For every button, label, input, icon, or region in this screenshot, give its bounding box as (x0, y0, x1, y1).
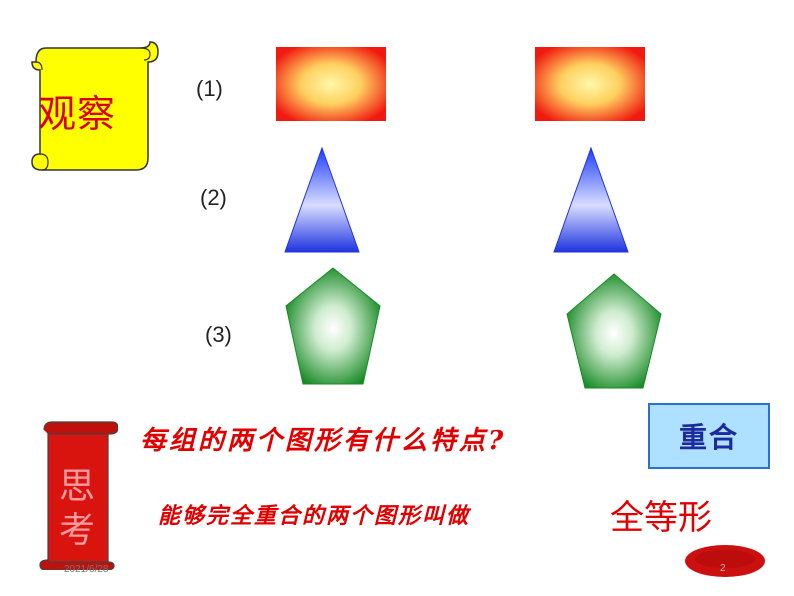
triangle-right (553, 146, 629, 253)
row-label-3: (3) (205, 322, 232, 347)
row-label-1: (1) (196, 76, 223, 101)
answer-text: 重合 (678, 421, 739, 454)
red-scroll-banner (39, 421, 118, 570)
triangle-left (284, 146, 360, 253)
pentagon-right (566, 273, 662, 389)
rectangle-left (276, 47, 386, 121)
definition-term: 全等形 (610, 498, 712, 538)
footer-date: 2021/6/28 (64, 564, 109, 575)
definition-text: 能够完全重合的两个图形叫做 (158, 503, 471, 529)
question-text: 每组的两个图形有什么特点? (140, 426, 507, 456)
answer-box: 重合 (648, 403, 770, 469)
yellow-scroll-banner (31, 41, 159, 171)
row-label-2: (2) (200, 185, 227, 210)
think-label: 思考 (58, 466, 95, 551)
observe-label: 观察 (38, 92, 117, 136)
page-number: 2 (720, 563, 726, 574)
pentagon-left (285, 267, 381, 385)
page-oval-button[interactable] (684, 544, 766, 578)
rectangle-right (535, 47, 645, 121)
